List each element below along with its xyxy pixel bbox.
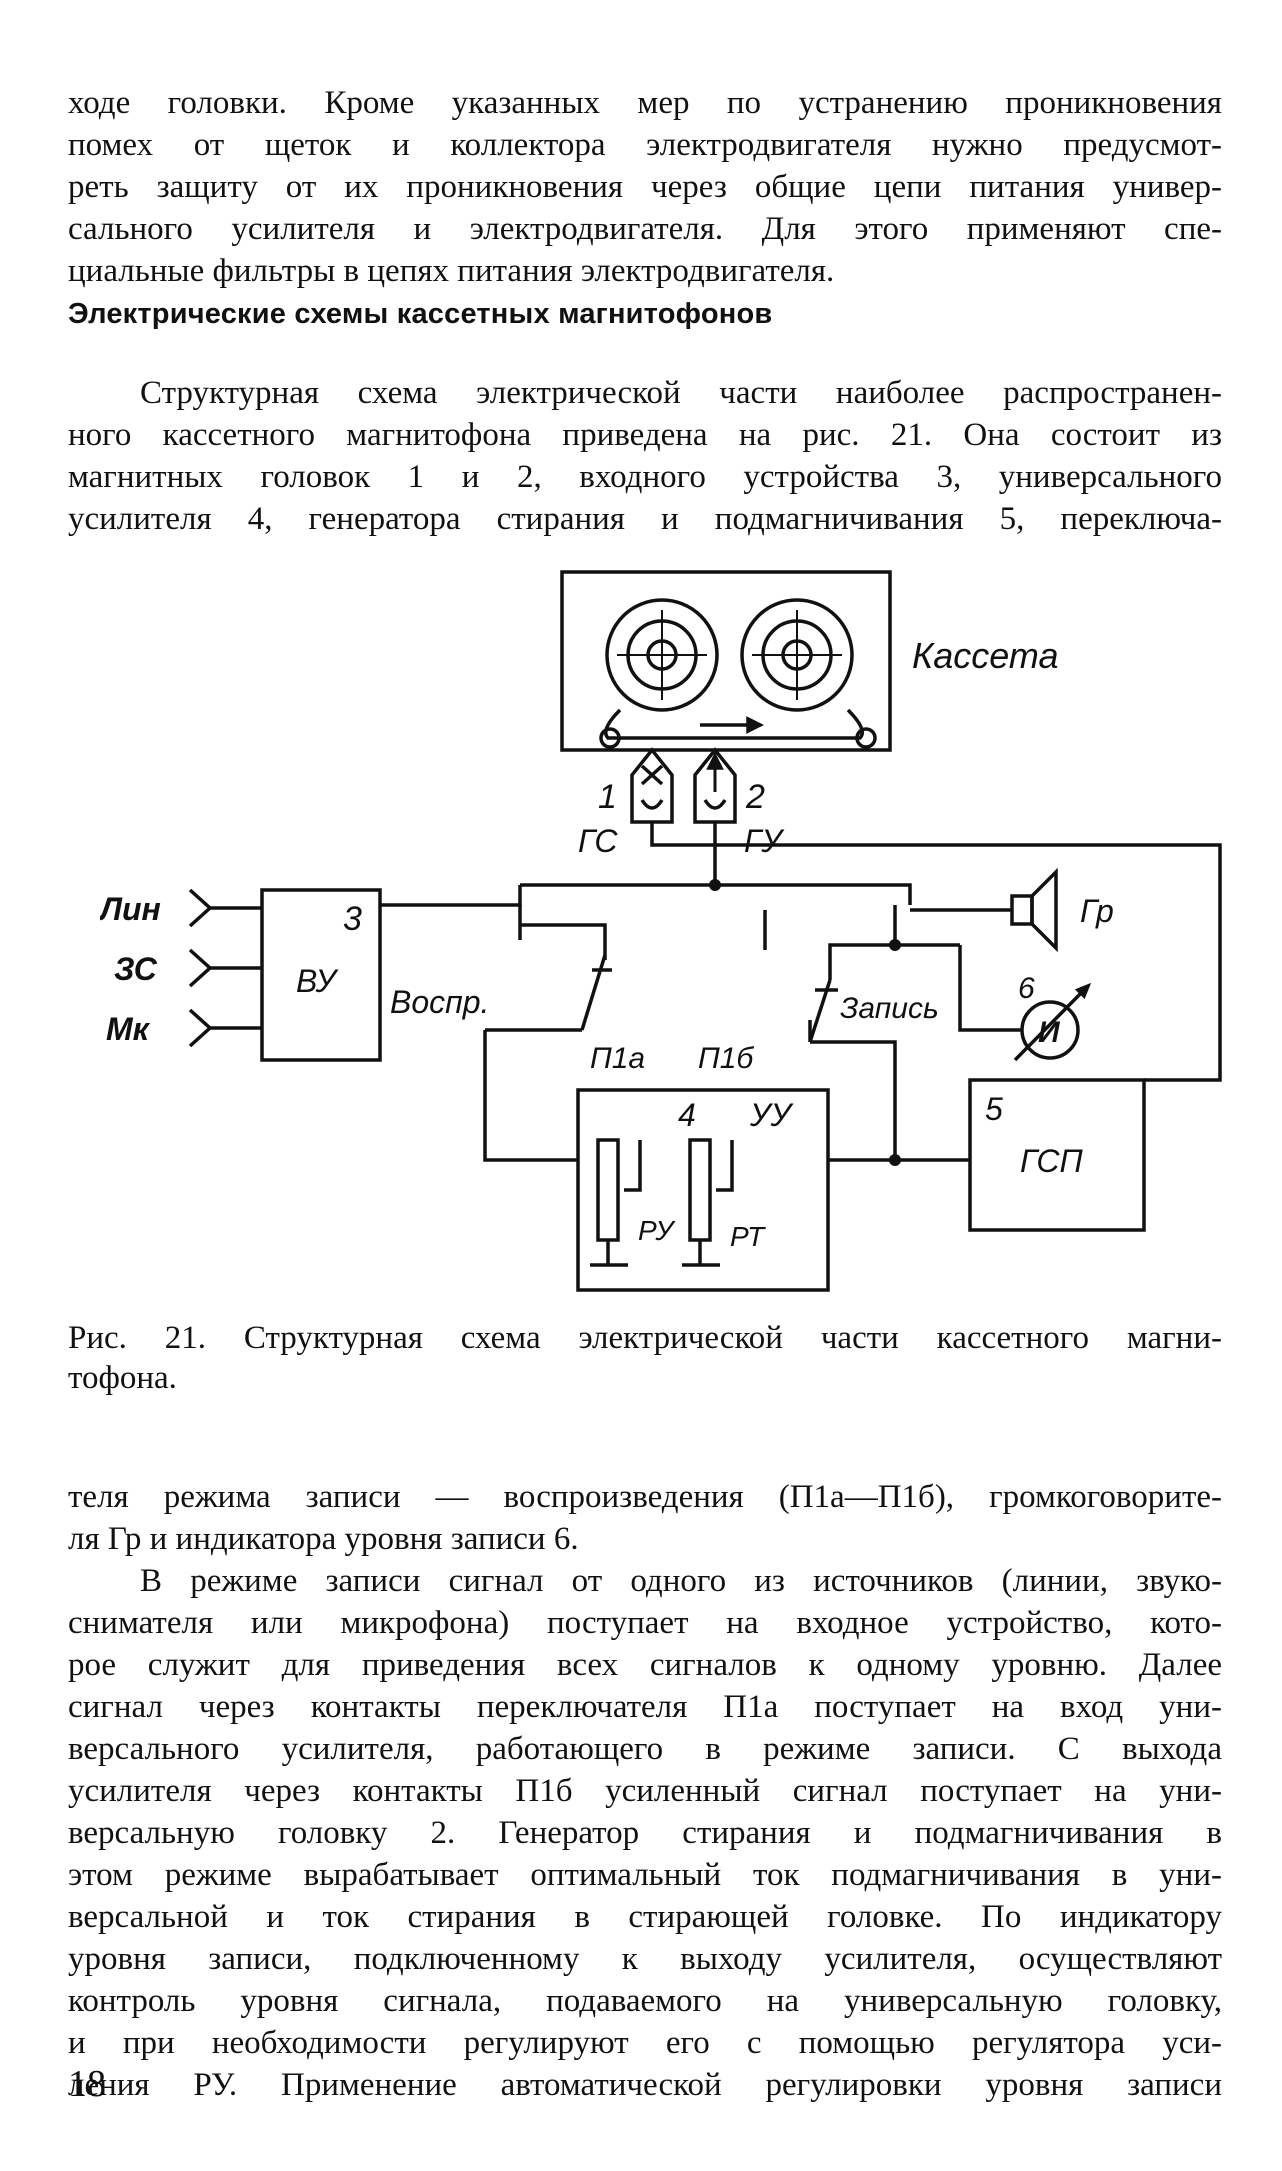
paragraph-line: усилителя 4, генератора стирания и подма… bbox=[68, 501, 1222, 537]
paragraph-line: и при необходимости регулируют его с пом… bbox=[68, 2025, 1222, 2061]
wire-record-contact bbox=[828, 905, 897, 980]
level-indicator-icon bbox=[1020, 1000, 1080, 1060]
head1-number: 1 bbox=[598, 778, 617, 816]
paragraph-line: контроль уровня сигнала, подаваемого на … bbox=[68, 1983, 1222, 2019]
speaker-label: Гр bbox=[1080, 893, 1114, 929]
generator-box bbox=[968, 1078, 1146, 1232]
amplifier-number: 4 bbox=[678, 1097, 696, 1133]
speaker-magnet bbox=[1010, 894, 1034, 926]
figure-caption: Рис. 21. Структурная схема электрической… bbox=[68, 1318, 1222, 1398]
wire-switch-a-upper bbox=[520, 923, 607, 960]
paragraph-line: сигнал через контакты переключателя П1а … bbox=[68, 1689, 1222, 1725]
paragraph-3: теля режима записи — воспроизведения (П1… bbox=[68, 1476, 1222, 2106]
block-diagram: 1 ГС 2 ГУ Кассета Лин ЗС Мк 3 ВУ Воспр. … bbox=[100, 570, 1222, 1292]
input-device-label: ВУ bbox=[296, 963, 340, 999]
tone-control-label: РТ bbox=[730, 1221, 766, 1252]
universal-head bbox=[693, 747, 737, 824]
head2-label: ГУ bbox=[744, 823, 785, 859]
paragraph-line: версальной и ток стирания в стирающей го… bbox=[68, 1899, 1222, 1935]
paragraph-2: Структурная схема электрической части на… bbox=[68, 372, 1222, 540]
paragraph-line: версальную головку 2. Генератор стирания… bbox=[68, 1815, 1222, 1851]
reel-left bbox=[605, 598, 719, 712]
reel-right bbox=[740, 598, 854, 712]
paragraph-line: Структурная схема электрической части на… bbox=[140, 375, 1222, 411]
input-device-number: 3 bbox=[343, 900, 362, 938]
input-line-label: Лин bbox=[100, 891, 161, 927]
generator-number: 5 bbox=[985, 1091, 1003, 1127]
caption-line: Рис. 21. Структурная схема электрической… bbox=[68, 1320, 1222, 1356]
page-number: 18 bbox=[68, 2063, 106, 2105]
figure-21-diagram: 1 ГС 2 ГУ Кассета Лин ЗС Мк 3 ВУ Воспр. … bbox=[100, 560, 1230, 1300]
wire-head-bus bbox=[520, 883, 912, 905]
switch-a-blade bbox=[580, 954, 607, 1031]
paragraph-line: снимателя или микрофона) поступает на вх… bbox=[68, 1605, 1222, 1641]
caption-line: тофона. bbox=[68, 1360, 177, 1396]
cassette-label: Кассета bbox=[912, 635, 1058, 676]
input-device-box bbox=[260, 888, 382, 1062]
paragraph-1: ходе головки. Кроме указанных мер по уст… bbox=[68, 82, 1222, 292]
indicator-number: 6 bbox=[1018, 972, 1035, 1005]
wire-indicator bbox=[958, 945, 1022, 1032]
paragraph-line: магнитных головок 1 и 2, входного устрой… bbox=[68, 459, 1222, 495]
paragraph-line: ля Гр и индикатора уровня записи 6. bbox=[68, 1521, 579, 1557]
cassette-body bbox=[560, 570, 892, 752]
gain-control-label: РУ bbox=[638, 1215, 676, 1246]
section-heading: Электрические схемы кассетных магнитофон… bbox=[68, 298, 773, 330]
paragraph-line: сального усилителя и электродвигателя. Д… bbox=[68, 211, 1222, 247]
erase-head bbox=[630, 747, 674, 824]
paragraph-line: ходе головки. Кроме указанных мер по уст… bbox=[68, 85, 1222, 121]
paragraph-line: усилителя через контакты П1б усиленный с… bbox=[68, 1773, 1222, 1809]
playback-label: Воспр. bbox=[390, 984, 489, 1020]
paragraph-line: ления РУ. Применение автоматической регу… bbox=[68, 2067, 1222, 2103]
paragraph-line: реть защиту от их проникновения через об… bbox=[68, 169, 1222, 205]
switch-b-label: П1б bbox=[698, 1042, 754, 1075]
paragraph-line: уровня записи, подключенному к выходу ус… bbox=[68, 1941, 1222, 1977]
gain-control-icon bbox=[590, 1138, 642, 1267]
indicator-label: И bbox=[1038, 1016, 1061, 1049]
paragraph-line: теля режима записи — воспроизведения (П1… bbox=[68, 1479, 1222, 1515]
wire-vu-out bbox=[380, 885, 522, 907]
paragraph-line: помех от щеток и коллектора электродвига… bbox=[68, 127, 1222, 163]
head2-number: 2 bbox=[745, 778, 765, 816]
paragraph-line: ного кассетного магнитофона приведена на… bbox=[68, 417, 1222, 453]
paragraph-line: этом режиме вырабатывает оптимальный ток… bbox=[68, 1857, 1222, 1893]
wire-erase-head-to-generator bbox=[650, 822, 1222, 1082]
paragraph-line: рое служит для приведения всех сигналов … bbox=[68, 1647, 1222, 1683]
tape-path bbox=[604, 708, 864, 740]
paragraph-line: В режиме записи сигнал от одного из исто… bbox=[140, 1563, 1222, 1599]
input-mic-label: Мк bbox=[106, 1011, 151, 1047]
amplifier-box bbox=[576, 1088, 830, 1292]
tone-control-icon bbox=[682, 1138, 734, 1267]
input-pickup-label: ЗС bbox=[114, 951, 158, 987]
head1-label: ГС bbox=[578, 823, 618, 859]
wire-amp-input bbox=[483, 1065, 578, 1162]
amplifier-label: УУ bbox=[749, 1097, 794, 1133]
generator-label: ГСП bbox=[1020, 1143, 1083, 1179]
wire-amp-output-to-switch-b bbox=[810, 1040, 897, 1160]
speaker-icon bbox=[1030, 867, 1058, 953]
input-connectors bbox=[188, 888, 262, 1048]
paragraph-line: версального усилителя, работающего в реж… bbox=[68, 1731, 1222, 1767]
switch-a-label: П1а bbox=[590, 1042, 645, 1075]
paragraph-line: циальные фильтры в цепях питания электро… bbox=[68, 253, 835, 289]
record-label: Запись bbox=[840, 992, 939, 1025]
